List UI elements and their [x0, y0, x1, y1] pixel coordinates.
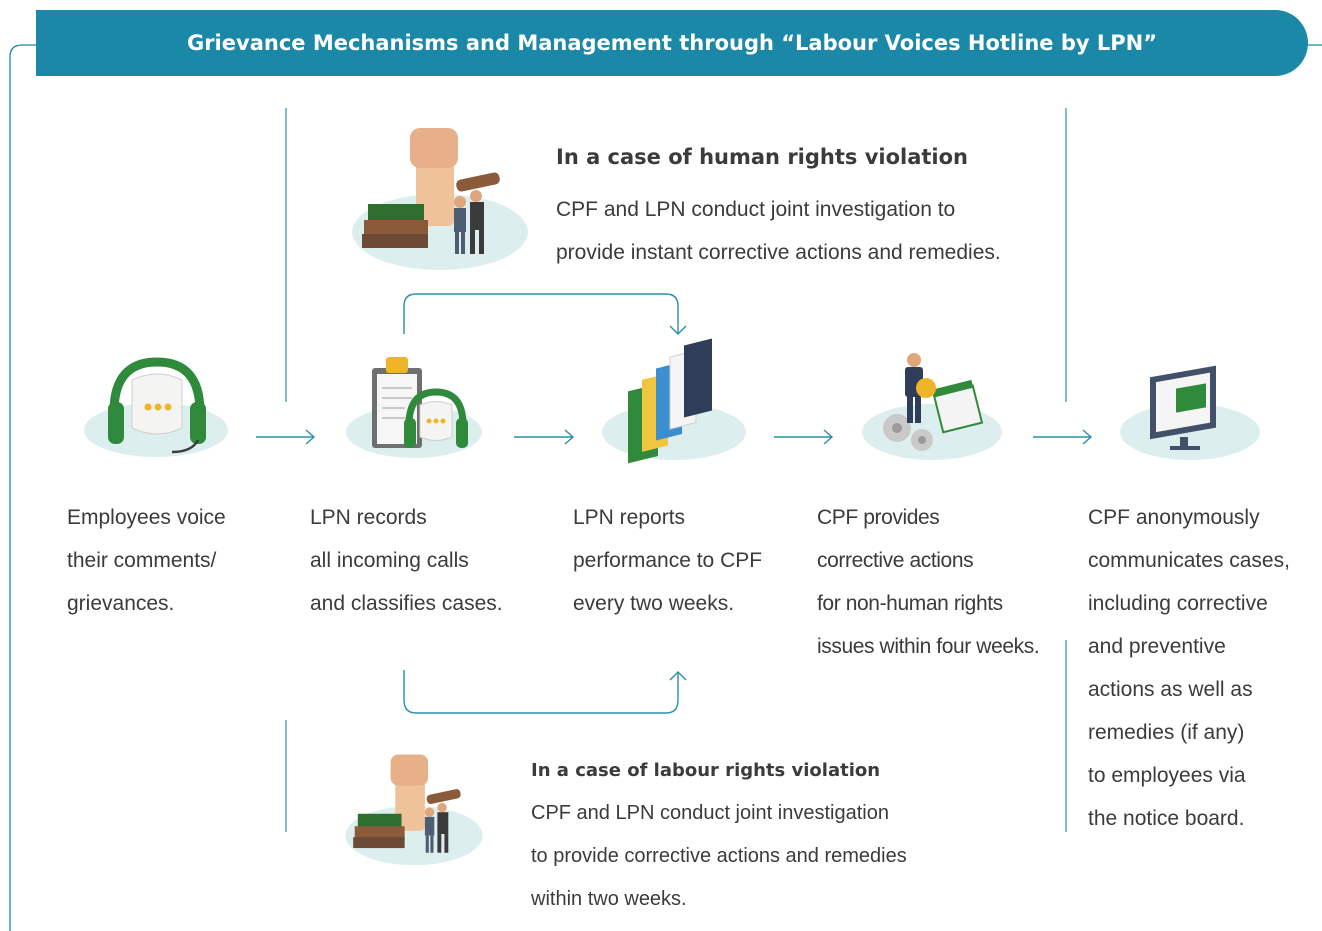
- human-rights-heading: In a case of human rights violation: [556, 145, 969, 169]
- step-3-text: LPN reports performance to CPF every two…: [573, 506, 763, 615]
- labour-rights-heading: In a case of labour rights violation: [531, 760, 881, 781]
- step-5-text: CPF anonymously communicates cases, incl…: [1088, 506, 1290, 830]
- binders-icon: [602, 338, 746, 464]
- clipboard-headset-icon: [346, 357, 482, 458]
- page-title: Grievance Mechanisms and Management thro…: [186, 31, 1158, 55]
- arrow-2: [514, 429, 575, 445]
- title-banner: Grievance Mechanisms and Management thro…: [36, 10, 1308, 76]
- loop-arrow-top: [403, 293, 687, 335]
- step-1-text: Employees voice their comments/ grievanc…: [67, 506, 226, 615]
- human-rights-text: CPF and LPN conduct joint investigation …: [556, 198, 1001, 264]
- fist-justice-icon: [352, 128, 528, 270]
- monitor-notice-icon: [1120, 365, 1260, 460]
- labour-rights-text: CPF and LPN conduct joint investigation …: [531, 802, 907, 910]
- arrow-3: [774, 429, 834, 445]
- step-4-text: CPF provides corrective actions for non-…: [817, 506, 1040, 658]
- frame-line: [9, 44, 36, 931]
- businessman-gears-calendar-icon: [862, 353, 1002, 460]
- fist-justice-icon-small: [345, 754, 483, 866]
- loop-arrow-bottom: [403, 670, 687, 714]
- headset-chat-icon: [84, 357, 228, 457]
- step-2-text: LPN records all incoming calls and class…: [310, 506, 503, 615]
- arrow-1: [256, 429, 316, 445]
- arrow-4: [1033, 429, 1093, 445]
